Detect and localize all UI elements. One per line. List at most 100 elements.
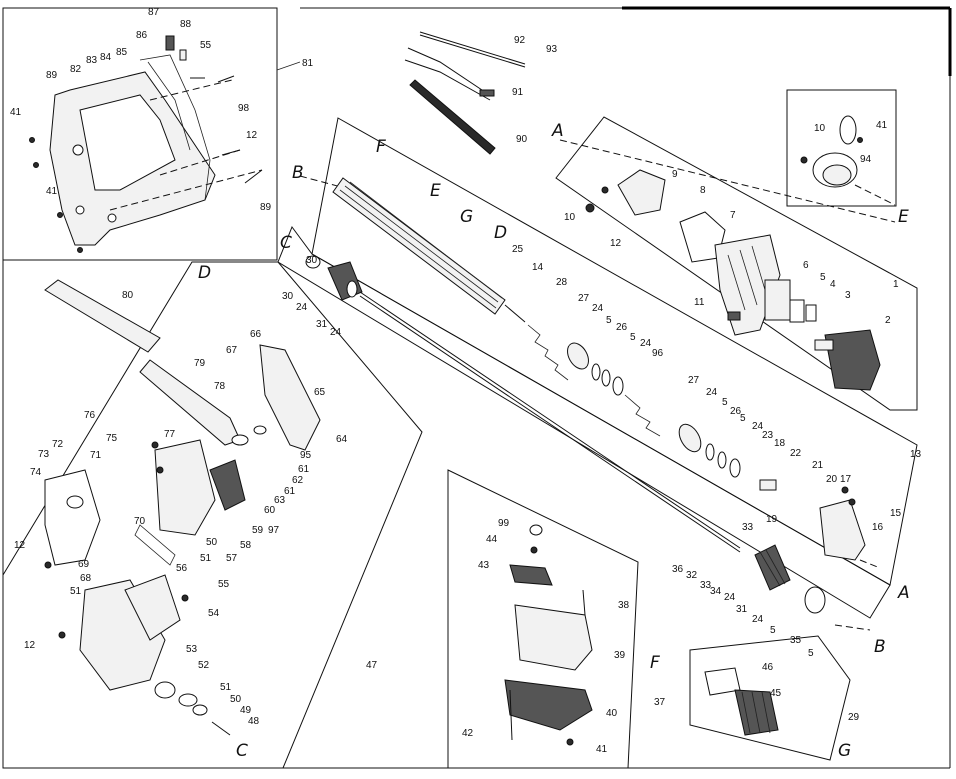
- part-label: 24: [724, 592, 736, 603]
- section-letter: D: [494, 223, 507, 243]
- part-label: 34: [710, 586, 722, 597]
- part-label: 64: [336, 434, 348, 445]
- part-label: 89: [46, 70, 58, 81]
- part-label: 80: [122, 290, 134, 301]
- section-letter: G: [460, 207, 473, 227]
- part-label: 40: [606, 708, 618, 719]
- part-label: 12: [610, 238, 622, 249]
- part-label: 5: [630, 332, 636, 343]
- part-label: 60: [264, 505, 276, 516]
- part-label: 71: [90, 450, 102, 461]
- section-letter: F: [376, 137, 386, 157]
- part-label: 95: [300, 450, 312, 461]
- part-label: 52: [198, 660, 210, 671]
- box-cutting-head: [2, 261, 423, 769]
- part-label: 2: [885, 315, 891, 326]
- part-label: 7: [730, 210, 736, 221]
- part-label: 82: [70, 64, 82, 75]
- part-label: 36: [672, 564, 684, 575]
- part-label: 87: [148, 7, 160, 18]
- part-number-labels: 87 88 86 55 85 84 83 82 89 81 98 41 12 4…: [10, 7, 922, 755]
- box-flex-shaft: [277, 225, 891, 631]
- part-label: 79: [194, 358, 206, 369]
- part-label: 47: [366, 660, 378, 671]
- part-label: 20: [826, 474, 838, 485]
- part-label: 48: [248, 716, 260, 727]
- part-label: 92: [514, 35, 526, 46]
- part-label: 24: [706, 387, 718, 398]
- part-label: 76: [84, 410, 96, 421]
- part-label: 54: [208, 608, 220, 619]
- part-label: 89: [260, 202, 272, 213]
- part-label: 1: [893, 279, 899, 290]
- part-label: 57: [226, 553, 238, 564]
- box-handle-clamp: [447, 469, 639, 769]
- part-label: 96: [652, 348, 664, 359]
- section-letter: B: [874, 637, 886, 657]
- part-label: 27: [578, 293, 590, 304]
- part-label: 86: [136, 30, 148, 41]
- part-label: 18: [774, 438, 786, 449]
- part-label: 5: [808, 648, 814, 659]
- part-label: 37: [654, 697, 666, 708]
- part-label: 38: [618, 600, 630, 611]
- part-label: 51: [200, 553, 212, 564]
- part-label: 10: [564, 212, 576, 223]
- part-label: 88: [180, 19, 192, 30]
- part-label: 30: [306, 255, 318, 266]
- section-letter: G: [838, 741, 851, 761]
- section-letter: A: [897, 583, 910, 603]
- part-label: 46: [762, 662, 774, 673]
- part-label: 77: [164, 429, 176, 440]
- part-label: 58: [240, 540, 252, 551]
- part-label: 32: [686, 570, 698, 581]
- section-reference-letters: A A B B C C D D E E F F G G: [198, 121, 910, 761]
- part-label: 6: [803, 260, 809, 271]
- part-label: 99: [498, 518, 510, 529]
- part-label: 91: [512, 87, 524, 98]
- section-letter: B: [292, 163, 304, 183]
- part-label: 70: [134, 516, 146, 527]
- part-label: 85: [116, 47, 128, 58]
- part-label: 50: [230, 694, 242, 705]
- part-label: 5: [722, 397, 728, 408]
- part-label: 26: [616, 322, 628, 333]
- cable-parts: [404, 31, 526, 155]
- part-label: 30: [282, 291, 294, 302]
- part-label: 14: [532, 262, 544, 273]
- part-label: 51: [220, 682, 232, 693]
- part-label: 29: [848, 712, 860, 723]
- part-label: 72: [52, 439, 64, 450]
- section-letter: D: [198, 263, 211, 283]
- part-label: 5: [820, 272, 826, 283]
- part-label: 13: [910, 449, 922, 460]
- part-label: 24: [640, 338, 652, 349]
- part-label: 5: [740, 413, 746, 424]
- part-label: 21: [812, 460, 824, 471]
- part-label: 93: [546, 44, 558, 55]
- part-label: 35: [790, 635, 802, 646]
- part-label: 24: [296, 302, 308, 313]
- part-label: 15: [890, 508, 902, 519]
- part-label: 43: [478, 560, 490, 571]
- part-label: 9: [672, 169, 678, 180]
- part-label: 41: [596, 744, 608, 755]
- part-label: 67: [226, 345, 238, 356]
- part-label: 97: [268, 525, 280, 536]
- part-label: 63: [274, 495, 286, 506]
- part-label: 41: [46, 186, 58, 197]
- part-label: 26: [730, 406, 742, 417]
- part-label: 98: [238, 103, 250, 114]
- part-label: 90: [516, 134, 528, 145]
- part-label: 25: [512, 244, 524, 255]
- part-label: 81: [302, 58, 314, 69]
- section-letter: F: [650, 653, 660, 673]
- part-label: 59: [252, 525, 264, 536]
- part-label: 24: [592, 303, 604, 314]
- part-label: 8: [700, 185, 706, 196]
- part-label: 41: [876, 120, 888, 131]
- part-label: 33: [700, 580, 712, 591]
- part-label: 55: [200, 40, 212, 51]
- part-label: 78: [214, 381, 226, 392]
- part-label: 22: [790, 448, 802, 459]
